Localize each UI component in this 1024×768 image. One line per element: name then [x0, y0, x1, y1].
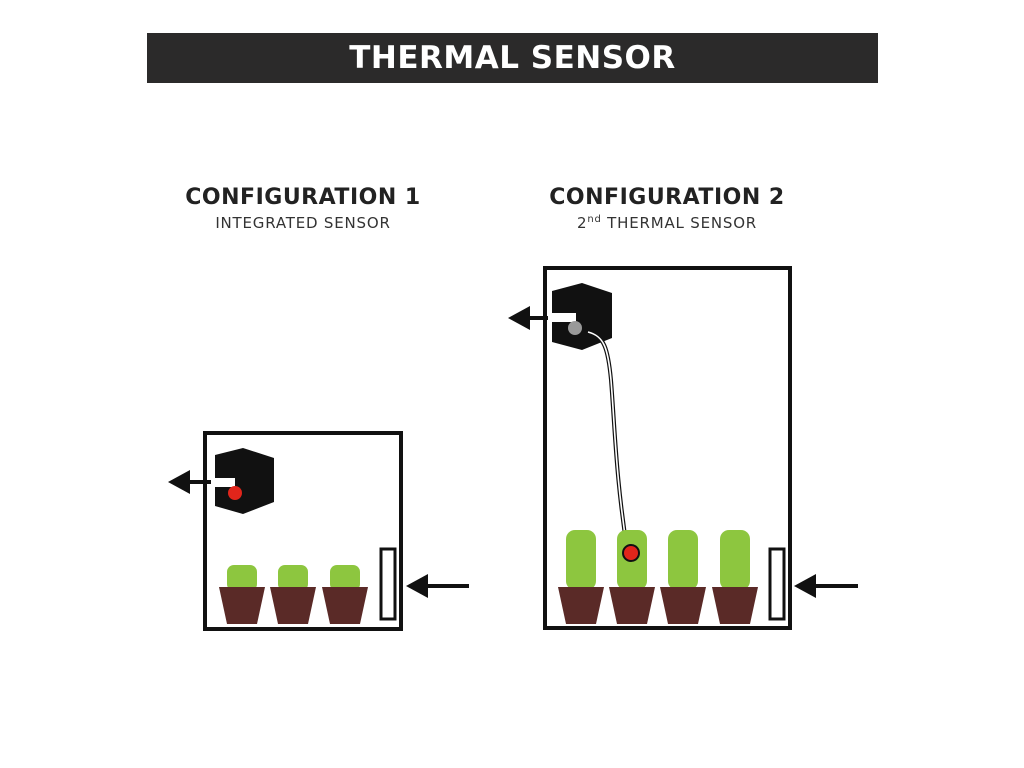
thermal-sensor-2-icon [622, 544, 640, 562]
intake-vent-1 [379, 547, 397, 621]
configuration-1-diagram [168, 431, 469, 631]
sensor-cable [587, 330, 630, 556]
integrated-sensor-icon [228, 486, 242, 500]
configuration-2-heading: CONFIGURATION 2 2nd THERMAL SENSOR [507, 184, 827, 234]
intake-arrow-2-icon [794, 574, 858, 598]
configuration-1-title: CONFIGURATION 1 [185, 185, 421, 210]
subtitle-rest: THERMAL SENSOR [601, 214, 758, 232]
intake-arrow-1-icon [406, 574, 469, 598]
plant-2-4 [712, 530, 758, 624]
configuration-1-heading: CONFIGURATION 1 INTEGRATED SENSOR [143, 184, 463, 234]
plant-1-3 [322, 565, 368, 624]
subtitle-ordinal-suffix: nd [587, 214, 602, 225]
page-title: THERMAL SENSOR [349, 40, 676, 76]
grow-tent-2-frame [543, 266, 792, 630]
fan-exhaust-port-2 [548, 313, 576, 322]
fan-controller-2 [552, 283, 612, 350]
configuration-2-subtitle: 2nd THERMAL SENSOR [507, 212, 827, 234]
plant-1-2 [270, 565, 316, 624]
title-banner: THERMAL SENSOR [147, 33, 878, 83]
configuration-2-title: CONFIGURATION 2 [549, 185, 785, 210]
plant-1-1 [219, 565, 265, 624]
plant-2-3 [660, 530, 706, 624]
intake-vent-2 [768, 547, 786, 621]
fan-exhaust-port-1 [211, 478, 235, 487]
plant-2-1 [558, 530, 604, 624]
sensor-port-icon [568, 321, 582, 335]
grow-tent-1-frame [203, 431, 403, 631]
configuration-2-diagram [508, 266, 858, 630]
configuration-1-subtitle: INTEGRATED SENSOR [215, 214, 391, 232]
subtitle-ordinal-number: 2 [576, 214, 588, 232]
